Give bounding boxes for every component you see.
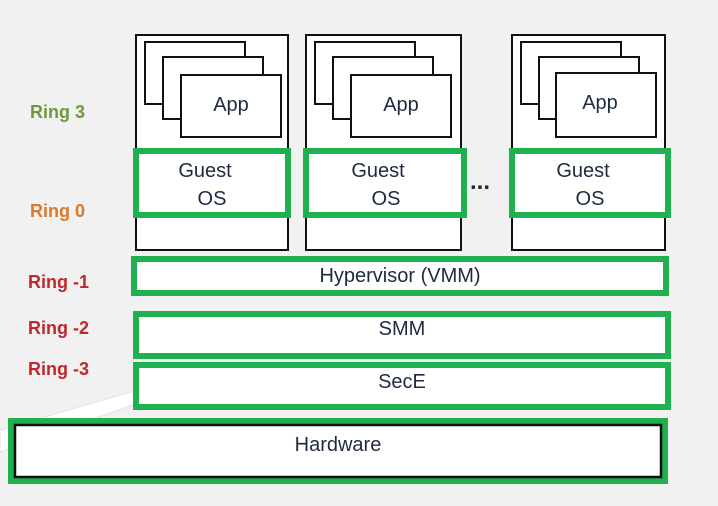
sece-label: SecE <box>378 371 426 393</box>
hypervisor-bar <box>131 256 669 296</box>
ring-3-label: Ring 3 <box>30 102 86 122</box>
guest-os-2-line2: OS <box>371 188 401 210</box>
hypervisor-label: Hypervisor (VMM) <box>319 265 481 287</box>
hardware-bar-inner <box>13 423 663 479</box>
guest-os-box <box>509 148 671 218</box>
sece-bar <box>133 362 671 410</box>
app-label-2: App <box>383 94 419 116</box>
smm-bar <box>133 311 671 359</box>
ring-0-label: Ring 0 <box>30 201 86 221</box>
ring-minus-2-label: Ring -2 <box>28 318 89 338</box>
guest-os-1-line1: Guest <box>178 160 232 182</box>
app-label-3: App <box>582 92 618 114</box>
vm-column-2 <box>303 34 467 251</box>
guest-os-3-line1: Guest <box>556 160 610 182</box>
hardware-bar-outer <box>8 418 668 484</box>
app-card-front <box>350 74 452 138</box>
more-vms-ellipsis: ... <box>470 168 491 195</box>
app-label-1: App <box>213 94 249 116</box>
app-card-front <box>180 74 282 138</box>
smm-label: SMM <box>378 318 426 340</box>
guest-os-2-line1: Guest <box>351 160 405 182</box>
ring-minus-3-label: Ring -3 <box>28 359 89 379</box>
vm-column-3 <box>509 34 671 251</box>
ring-minus-1-label: Ring -1 <box>28 272 89 292</box>
guest-os-1-line2: OS <box>197 188 227 210</box>
guest-os-box <box>303 148 467 218</box>
hardware-label: Hardware <box>294 434 382 456</box>
guest-os-box <box>133 148 291 218</box>
vm-column-1 <box>133 34 291 251</box>
app-card-front <box>555 72 657 138</box>
guest-os-3-line2: OS <box>575 188 605 210</box>
